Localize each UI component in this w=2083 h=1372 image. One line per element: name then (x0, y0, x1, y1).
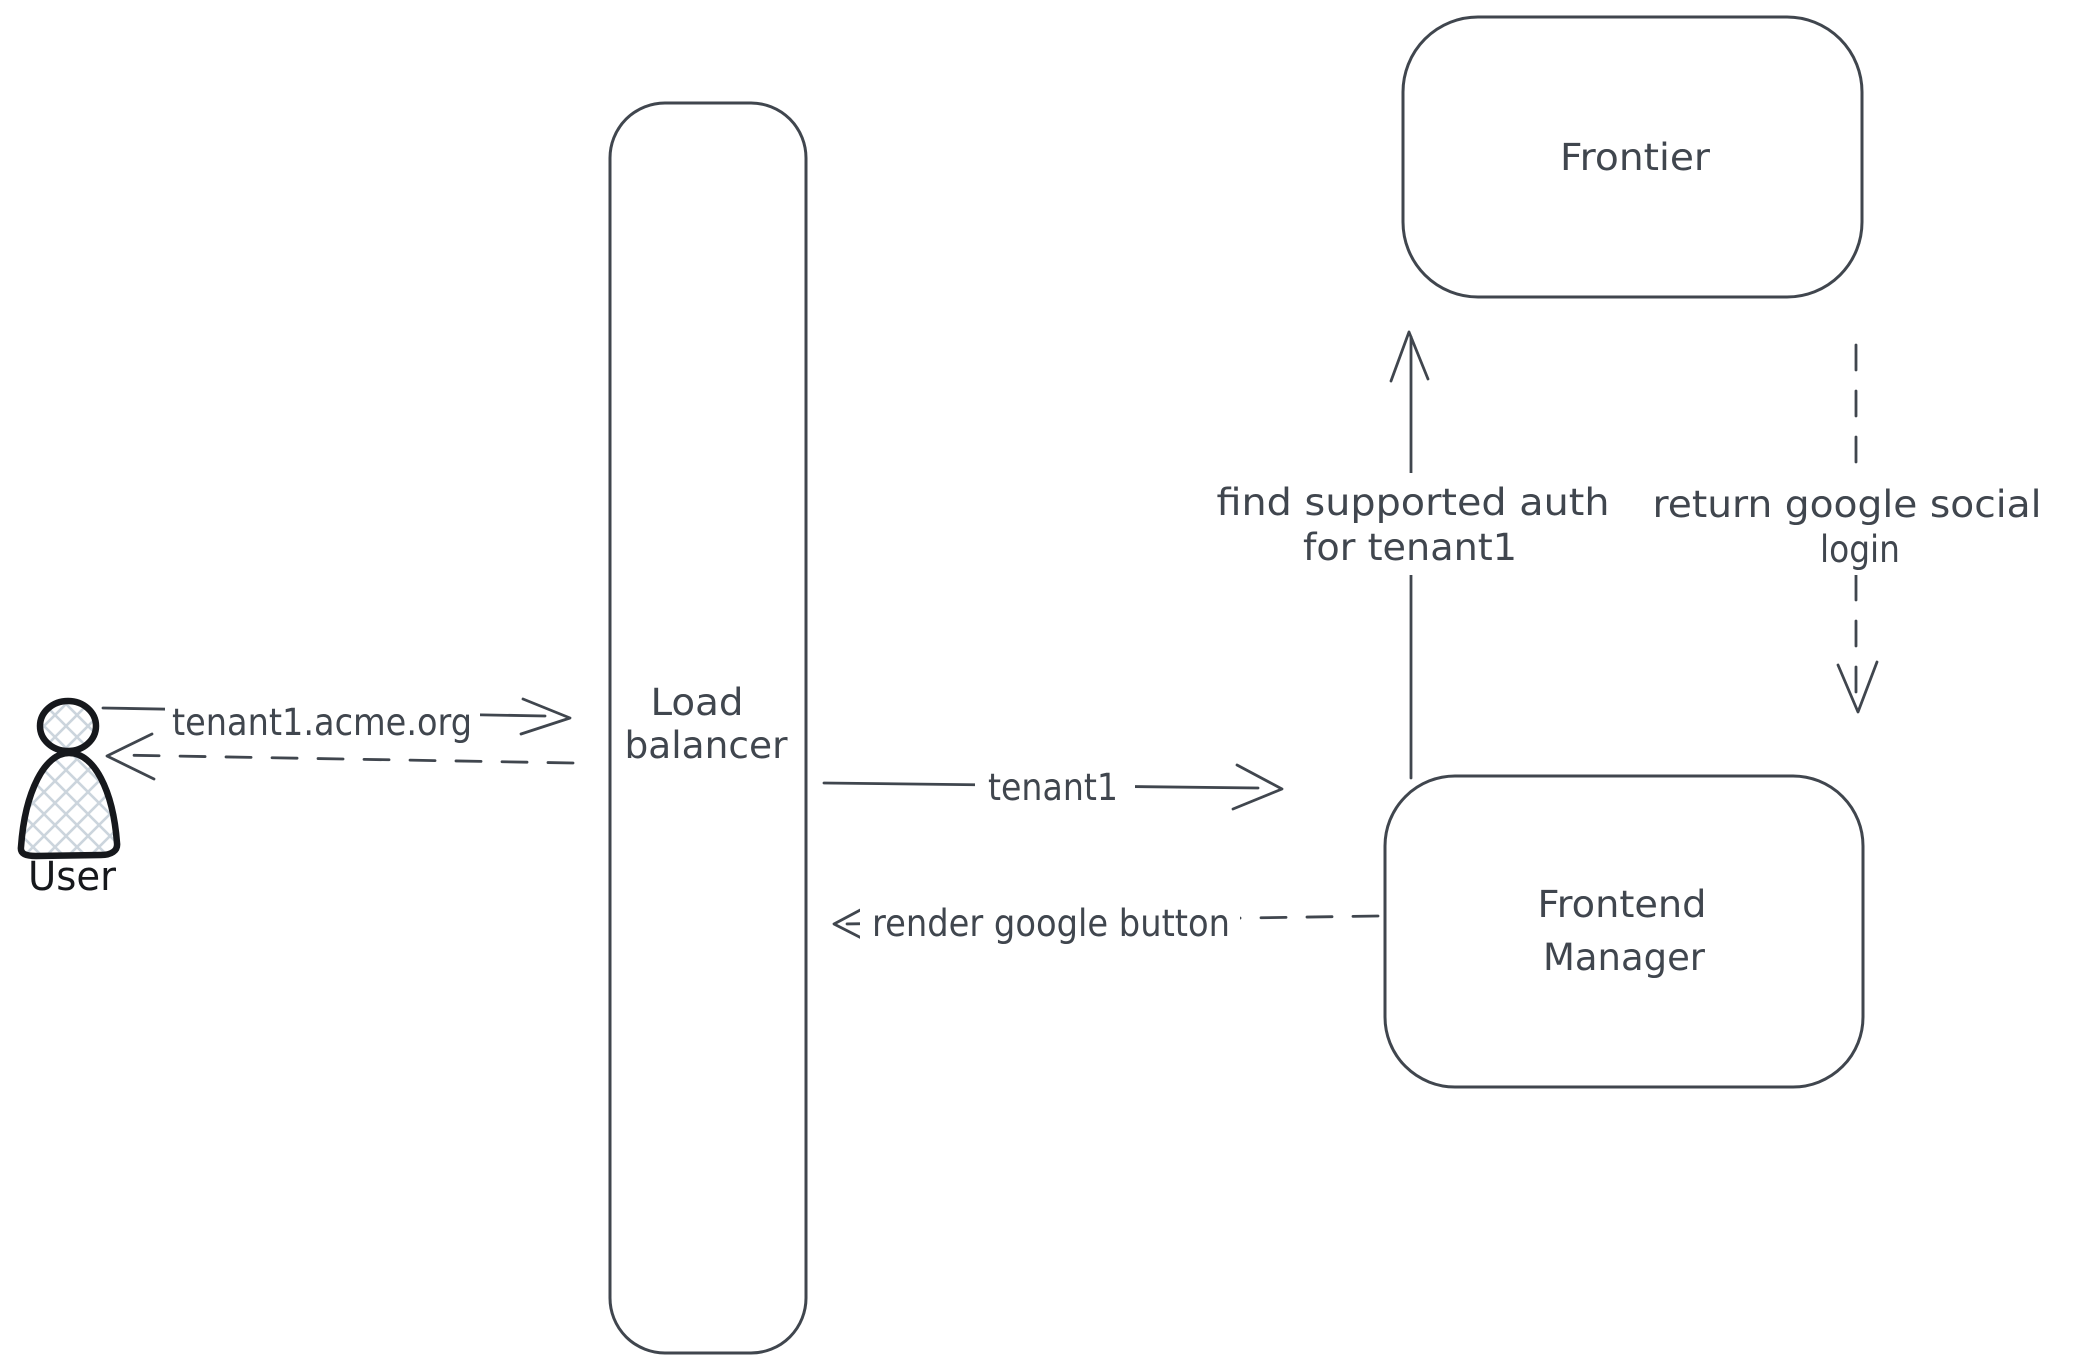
edge-label-render-google-button: render google button (872, 902, 1230, 945)
load-balancer-label-line1: Load (651, 681, 744, 724)
frontend-manager-box (1383, 774, 1865, 1089)
edge-user-to-load-balancer: tenant1.acme.org (101, 686, 572, 746)
load-balancer-label-line2: balancer (625, 724, 789, 767)
edge-frontier-to-frontend-manager: return google social login (1642, 343, 2052, 714)
user-node: User (17, 697, 121, 900)
edge-label-login: login (1820, 528, 1900, 571)
frontend-manager-label-line2: Manager (1543, 936, 1706, 979)
label-mask (1208, 473, 1618, 575)
arrowhead-left-icon (105, 732, 156, 781)
edge-label-tenant1: tenant1 (988, 766, 1118, 809)
arrowhead-up-icon (1389, 330, 1430, 383)
edge-line-dashed (113, 753, 575, 765)
arrowhead-down-icon (1836, 660, 1879, 714)
edge-label-return-google-social: return google social (1653, 483, 2042, 526)
arrowhead-right-icon (1231, 763, 1284, 811)
load-balancer-box (608, 101, 808, 1355)
label-mask (1642, 475, 2052, 575)
frontend-manager-label-line1: Frontend (1538, 883, 1707, 926)
edge-label-for-tenant1: for tenant1 (1303, 526, 1517, 569)
frontend-manager-node: Frontend Manager (1383, 774, 1865, 1089)
edge-frontend-manager-to-load-balancer: render google button (832, 888, 1380, 952)
frontier-node: Frontier (1401, 15, 1864, 299)
edge-label-tenant1-acme-org: tenant1.acme.org (172, 701, 472, 744)
frontier-box (1401, 15, 1864, 299)
edge-load-balancer-to-user (105, 732, 575, 781)
arrowhead-right-icon (519, 697, 572, 736)
label-mask (975, 756, 1135, 812)
user-head-icon (36, 697, 100, 755)
frontier-label: Frontier (1560, 136, 1711, 179)
edge-frontend-manager-to-frontier: find supported auth for tenant1 (1208, 330, 1618, 780)
user-label: User (28, 854, 117, 900)
label-mask (165, 686, 480, 746)
label-mask (860, 888, 1240, 952)
load-balancer-node: Load balancer (608, 101, 808, 1355)
edge-label-find-supported-auth: find supported auth (1217, 481, 1610, 524)
user-body-icon (17, 749, 121, 860)
edge-load-balancer-to-frontend-manager: tenant1 (822, 756, 1284, 812)
